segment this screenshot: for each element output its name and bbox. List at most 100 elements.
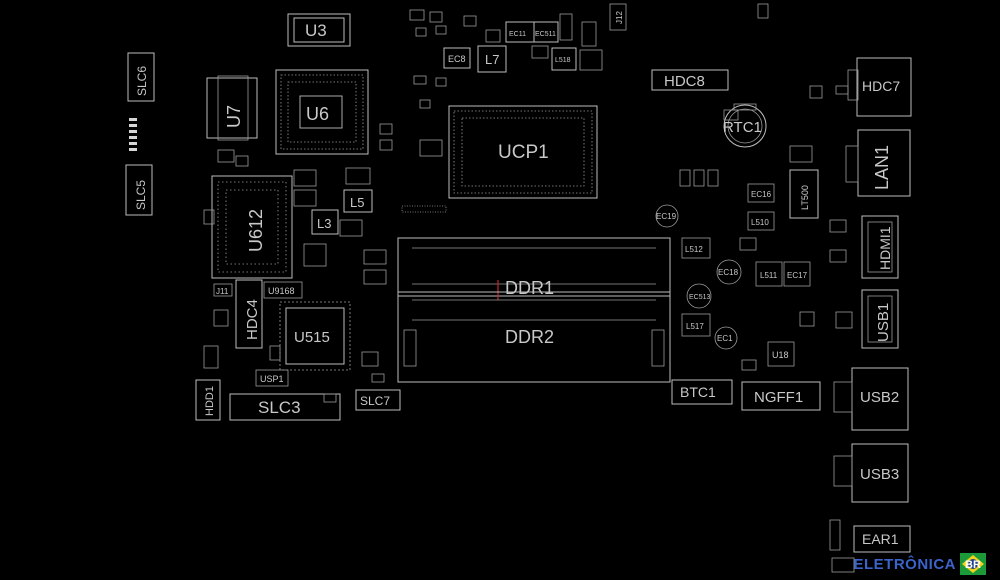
label-ec8: EC8 bbox=[448, 54, 466, 64]
connector-hdc7[interactable]: HDC7 bbox=[847, 57, 912, 117]
cap-ec18[interactable]: EC18 bbox=[716, 259, 742, 285]
watermark-badge: BR bbox=[965, 559, 981, 571]
component-u9168[interactable]: U9168 bbox=[263, 281, 303, 299]
label-l5: L5 bbox=[350, 195, 364, 210]
label-ddr2: DDR2 bbox=[505, 327, 554, 347]
label-u612: U612 bbox=[246, 209, 266, 252]
connector-usb3[interactable]: USB3 bbox=[833, 443, 909, 503]
label-l3: L3 bbox=[317, 216, 331, 231]
small-parts-top bbox=[379, 3, 769, 157]
connector-usb2[interactable]: USB2 bbox=[833, 367, 909, 431]
connector-slc3[interactable]: SLC3 bbox=[229, 393, 341, 421]
label-u515: U515 bbox=[294, 329, 330, 346]
label-ec513: EC513 bbox=[689, 294, 711, 301]
small-parts-right bbox=[679, 85, 855, 573]
label-u6: U6 bbox=[306, 104, 329, 124]
small-parts-left bbox=[203, 149, 447, 403]
label-ec16: EC16 bbox=[751, 190, 772, 199]
inductor-l518[interactable]: L518 bbox=[551, 47, 577, 71]
connector-j11[interactable]: J11 bbox=[213, 283, 233, 297]
label-l511: L511 bbox=[760, 271, 778, 280]
inductor-l5[interactable]: L5 bbox=[343, 189, 373, 213]
label-ucp1: UCP1 bbox=[498, 142, 549, 163]
cap-ec513[interactable]: EC513 bbox=[686, 283, 712, 309]
label-hdmi1: HDMI1 bbox=[877, 226, 893, 270]
label-j11: J11 bbox=[216, 287, 229, 296]
cap-ec11[interactable]: EC11 bbox=[505, 21, 535, 43]
label-l517: L517 bbox=[686, 322, 704, 331]
label-ec1: EC1 bbox=[717, 334, 733, 343]
component-u515[interactable]: U515 bbox=[279, 301, 351, 371]
cap-ec19[interactable]: EC19 bbox=[655, 204, 679, 228]
inductor-l511[interactable]: L511 bbox=[755, 261, 783, 287]
label-slc7: SLC7 bbox=[360, 394, 390, 408]
inductor-l7[interactable]: L7 bbox=[477, 45, 507, 73]
memory-slot-ddr1[interactable]: DDR1 bbox=[397, 237, 671, 300]
label-usb2: USB2 bbox=[860, 389, 899, 406]
caps-cluster-left bbox=[293, 167, 387, 285]
cap-ec16[interactable]: EC16 bbox=[747, 183, 775, 203]
component-u18[interactable]: U18 bbox=[767, 341, 795, 367]
component-u7[interactable]: U7 bbox=[206, 75, 258, 141]
label-btc1: BTC1 bbox=[680, 384, 716, 400]
label-slc6: SLC6 bbox=[135, 66, 149, 96]
label-l510: L510 bbox=[751, 218, 769, 227]
memory-slot-ddr2[interactable]: DDR2 bbox=[397, 291, 671, 383]
label-ec11: EC11 bbox=[509, 31, 526, 38]
inductor-l510[interactable]: L510 bbox=[747, 211, 775, 231]
label-ec18: EC18 bbox=[718, 268, 739, 277]
connector-hdc4[interactable]: HDC4 bbox=[235, 279, 263, 349]
connector-usb1[interactable]: USB1 bbox=[861, 289, 899, 349]
connector-hdd1[interactable]: HDD1 bbox=[195, 379, 221, 421]
label-hdd1: HDD1 bbox=[204, 386, 216, 416]
inductor-l3[interactable]: L3 bbox=[311, 209, 339, 235]
inductor-l517[interactable]: L517 bbox=[681, 313, 711, 337]
cap-ec17[interactable]: EC17 bbox=[783, 261, 811, 287]
label-slc5: SLC5 bbox=[134, 180, 148, 210]
cap-ec8[interactable]: EC8 bbox=[443, 47, 471, 69]
component-ucp1[interactable]: UCP1 bbox=[448, 105, 598, 199]
connector-j12[interactable]: J12 bbox=[609, 3, 627, 31]
connector-ngff1[interactable]: NGFF1 bbox=[741, 381, 821, 411]
connector-slc7[interactable]: SLC7 bbox=[355, 389, 401, 411]
label-lan1: LAN1 bbox=[872, 145, 892, 190]
component-u6[interactable]: U6 bbox=[275, 69, 369, 155]
connector-usp1[interactable]: USP1 bbox=[255, 369, 289, 387]
label-l7: L7 bbox=[485, 52, 499, 67]
connector-lan1[interactable]: LAN1 bbox=[845, 129, 911, 197]
label-u7: U7 bbox=[224, 105, 244, 128]
connector-ear1[interactable]: EAR1 bbox=[853, 525, 911, 553]
component-u3[interactable]: U3 bbox=[287, 13, 351, 47]
label-ngff1: NGFF1 bbox=[754, 389, 803, 406]
label-ec19: EC19 bbox=[656, 212, 677, 221]
component-lt500[interactable]: LT500 bbox=[789, 169, 819, 219]
label-slc3: SLC3 bbox=[258, 398, 301, 417]
inductor-l512[interactable]: L512 bbox=[681, 237, 711, 259]
label-u9168: U9168 bbox=[268, 286, 295, 296]
connector-hdmi1[interactable]: HDMI1 bbox=[861, 215, 899, 279]
pad-column-left bbox=[129, 118, 137, 151]
label-u3: U3 bbox=[305, 21, 327, 40]
brazil-flag-icon: BR bbox=[960, 553, 986, 575]
label-u18: U18 bbox=[772, 350, 789, 360]
component-u612[interactable]: U612 bbox=[211, 175, 293, 279]
connector-btc1[interactable]: BTC1 bbox=[671, 379, 733, 405]
label-ec511: EC511 bbox=[535, 31, 556, 38]
watermark: ELETRÔNICA BR bbox=[853, 553, 986, 575]
label-hdc7: HDC7 bbox=[862, 78, 900, 94]
watermark-text: ELETRÔNICA bbox=[853, 555, 956, 573]
label-hdc8: HDC8 bbox=[664, 73, 705, 90]
cap-ec511[interactable]: EC511 bbox=[533, 21, 559, 43]
label-rtc1: RTC1 bbox=[723, 119, 762, 136]
label-ear1: EAR1 bbox=[862, 531, 899, 547]
connector-slc5[interactable]: SLC5 bbox=[125, 164, 153, 216]
label-hdc4: HDC4 bbox=[244, 299, 261, 340]
battery-rtc1[interactable]: RTC1 bbox=[723, 103, 767, 148]
cap-ec1[interactable]: EC1 bbox=[714, 326, 738, 350]
label-usb1: USB1 bbox=[875, 303, 892, 342]
label-ddr1: DDR1 bbox=[505, 278, 554, 298]
connector-hdc8[interactable]: HDC8 bbox=[651, 69, 729, 91]
connector-slc6[interactable]: SLC6 bbox=[127, 52, 155, 102]
label-l512: L512 bbox=[685, 245, 703, 254]
